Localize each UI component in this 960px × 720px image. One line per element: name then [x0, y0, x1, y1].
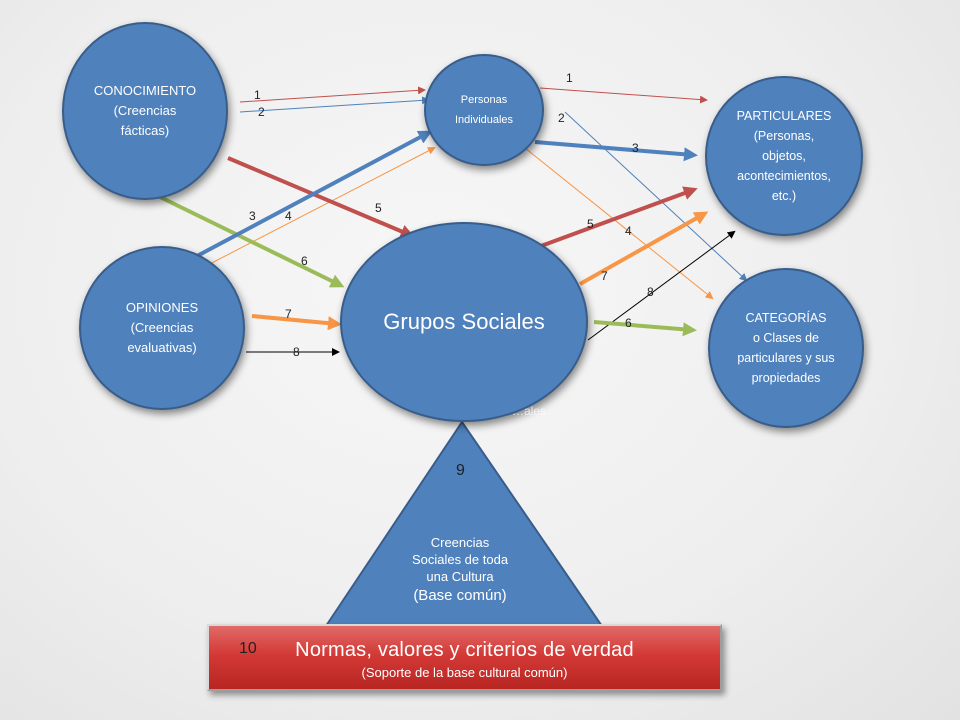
- categorias-line2: o Clases de: [752, 331, 819, 345]
- particulares-line2: (Personas,: [753, 129, 815, 143]
- label-g5: 5: [587, 217, 594, 231]
- arrow-g7: [579, 211, 709, 286]
- triangle-line2: Sociales de toda: [411, 552, 509, 567]
- label-o8: 8: [293, 345, 300, 359]
- categorias-line4: propiedades: [751, 371, 821, 385]
- opiniones-line3: evaluativas): [127, 340, 197, 355]
- label-p2: 2: [558, 111, 565, 125]
- node-personas-individuales: Personas Individuales: [424, 54, 544, 166]
- node-grupos-sociales: Grupos Sociales: [340, 222, 588, 422]
- triangle-line3: una Cultura: [426, 569, 494, 584]
- triangle-number: 9: [456, 462, 465, 479]
- arrow-c5: [227, 156, 415, 238]
- particulares-line5: etc.): [771, 189, 797, 203]
- node-opiniones: OPINIONES (Creencias evaluativas): [79, 246, 245, 410]
- banner-subtitle: (Soporte de la base cultural común): [361, 665, 568, 680]
- label-c1: 1: [254, 88, 261, 102]
- label-c5: 5: [375, 201, 382, 215]
- norms-banner: 10 Normas, valores y criterios de verdad…: [207, 624, 722, 691]
- categorias-title: CATEGORÍAS: [745, 311, 827, 325]
- conocimiento-line3: fácticas): [120, 123, 170, 138]
- conocimiento-line2: (Creencias: [113, 103, 177, 118]
- conocimiento-title: CONOCIMIENTO: [93, 83, 197, 98]
- personas-line1: Personas: [460, 94, 508, 106]
- opiniones-line2: (Creencias: [130, 320, 194, 335]
- banner-title: Normas, valores y criterios de verdad: [295, 639, 634, 661]
- banner-number: 10: [239, 640, 257, 657]
- triangle-line4: (Base común): [413, 587, 507, 604]
- arrow-g5: [540, 186, 698, 248]
- particulares-line3: objetos,: [762, 149, 806, 163]
- label-p3: 3: [632, 141, 639, 155]
- arrow-o3: [196, 130, 433, 258]
- particulares-line4: acontecimientos,: [737, 169, 831, 183]
- categorias-line3: particulares y sus: [737, 351, 835, 365]
- grupos-hidden-text: …ales: [512, 404, 547, 418]
- arrow-c1: [239, 86, 426, 103]
- triangle-text: Creencias Sociales de toda una Cultura (…: [380, 534, 540, 604]
- arrow-p4: [504, 131, 714, 300]
- label-c2: 2: [258, 105, 265, 119]
- label-g7: 7: [601, 269, 608, 283]
- arrow-o7: [251, 314, 342, 331]
- label-g8: 8: [647, 285, 654, 299]
- node-categorias: CATEGORÍAS o Clases de particulares y su…: [708, 268, 864, 428]
- arrow-p1: [539, 87, 708, 104]
- arrow-p2: [564, 111, 748, 282]
- arrow-p3: [534, 140, 698, 162]
- arrow-o4: [201, 147, 436, 269]
- node-conocimiento: CONOCIMIENTO (Creencias fácticas): [62, 22, 228, 200]
- label-o4: 4: [285, 209, 292, 223]
- node-particulares: PARTICULARES (Personas, objetos, acontec…: [705, 76, 863, 236]
- label-p1: 1: [566, 71, 573, 85]
- grupos-title: Grupos Sociales: [383, 309, 545, 334]
- triangle-line1: Creencias: [430, 535, 490, 550]
- particulares-title: PARTICULARES: [736, 109, 832, 123]
- arrow-c6: [157, 194, 345, 288]
- personas-line2: Individuales: [454, 114, 514, 126]
- label-g4: 4: [625, 224, 632, 238]
- label-o7: 7: [285, 307, 292, 321]
- opiniones-title: OPINIONES: [125, 300, 199, 315]
- label-o3: 3: [249, 209, 256, 223]
- label-g6: 6: [625, 316, 632, 330]
- arrow-c2: [239, 96, 430, 113]
- arrow-g6: [593, 320, 697, 337]
- label-c6: 6: [301, 254, 308, 268]
